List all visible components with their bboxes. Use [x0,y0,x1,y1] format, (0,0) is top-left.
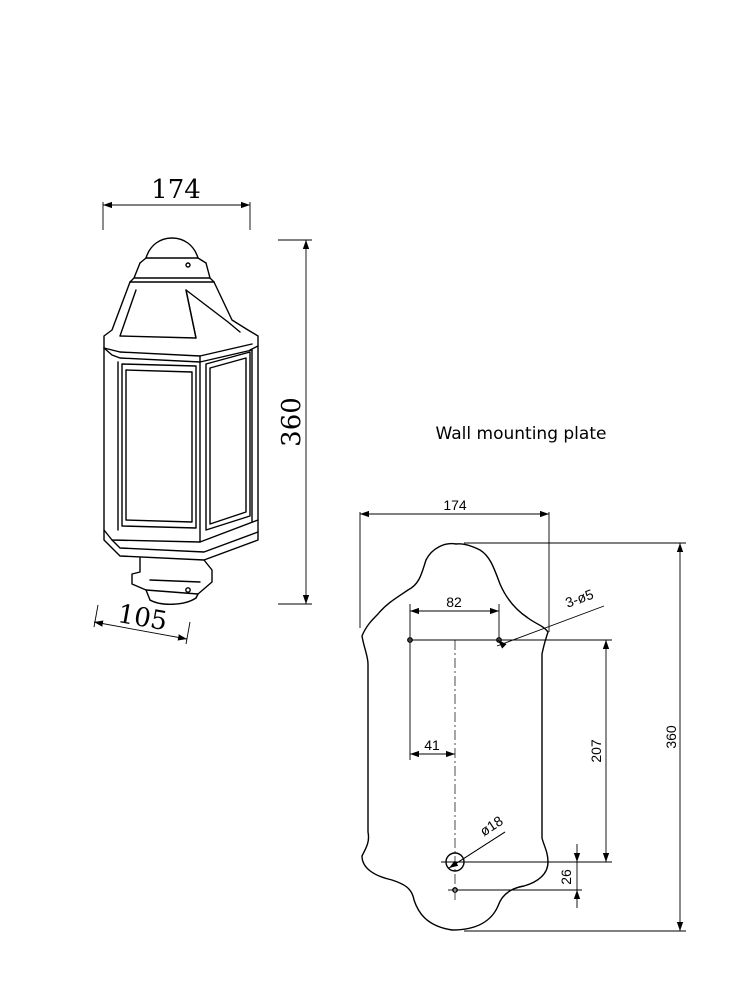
plate-outline [361,542,549,931]
lamp-drawing [103,237,259,605]
plate-height-label: 360 [663,725,679,749]
mounting-holes: 82 [407,594,612,760]
plate-width-label: 174 [443,497,467,513]
offset-dimension: 41 [410,640,456,900]
lamp-height-label: 360 [277,397,307,447]
hole-spacing-label: 82 [446,594,462,610]
lamp-height-dimension: 360 [277,239,312,605]
plate-height-dimension: 360 [464,542,686,932]
vertical-spacing-dimension: 207 [455,640,612,863]
lamp-depth-dimension: 105 [93,599,191,645]
holes-leader: 3-ø5 [496,586,605,649]
bottom-hole: 26 [448,844,582,908]
lamp-depth-label: 105 [115,599,169,637]
vertical-spacing-label: 207 [588,739,604,763]
lamp-width-dimension: 174 [102,175,251,230]
lamp-width-label: 174 [151,175,201,205]
plate-title: Wall mounting plate [436,424,607,444]
cable-hole-label: ø18 [477,812,506,839]
bottom-offset-label: 26 [558,869,574,885]
holes-label: 3-ø5 [563,586,596,611]
plate-width-dimension: 174 [359,497,550,632]
offset-label: 41 [424,737,440,753]
